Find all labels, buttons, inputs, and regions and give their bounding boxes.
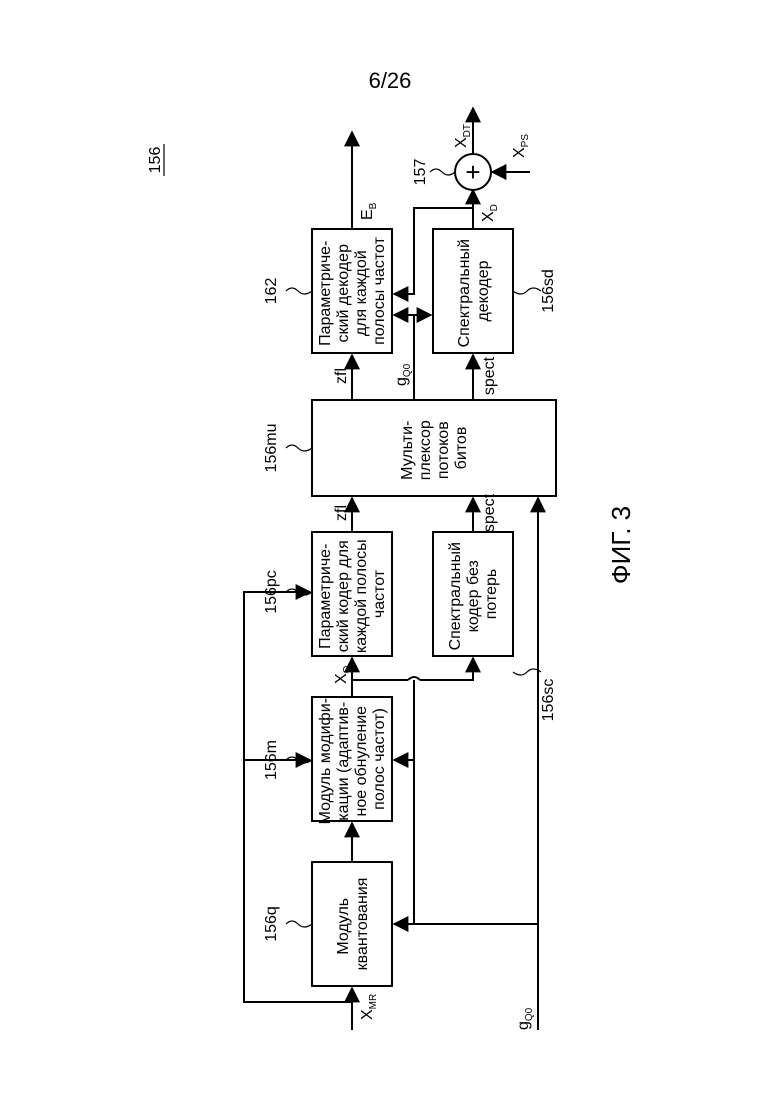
gq0-bus-line bbox=[414, 680, 538, 924]
svg-text:gQ0: gQ0 bbox=[393, 363, 413, 386]
svg-text:Параметриче- ский декоде: Параметриче- ский декодер для каждой пол… bbox=[317, 236, 388, 346]
svg-text:XD: XD bbox=[480, 204, 500, 222]
signal-gq0-in: gQ0 bbox=[515, 1007, 535, 1030]
leader-156sd bbox=[513, 288, 541, 294]
parametric-coder-block-text: Параметриче- ский кодер для каждой полос… bbox=[317, 535, 388, 653]
figure-caption: ФИГ. 3 bbox=[606, 506, 636, 584]
ref-156mu: 156mu bbox=[263, 424, 280, 473]
leader-156q bbox=[286, 921, 312, 927]
leader-156sc bbox=[513, 669, 541, 675]
ref-156m: 156m bbox=[263, 740, 280, 780]
xq-crossover bbox=[408, 677, 420, 680]
signal-spect-1: spect bbox=[481, 493, 498, 532]
signal-xdt: XDT bbox=[453, 124, 473, 148]
mux-block-text: Мульти- плексор потоков битов bbox=[399, 416, 470, 481]
ref-156sc: 156sc bbox=[540, 679, 557, 722]
figure-number: 156 bbox=[147, 144, 164, 176]
svg-text:XMR: XMR bbox=[359, 994, 379, 1020]
svg-text:Параметриче- ский кодер: Параметриче- ский кодер для каждой полос… bbox=[317, 535, 388, 653]
signal-zfl-2: zfl bbox=[333, 368, 350, 384]
leader-162 bbox=[286, 288, 312, 294]
spectral-decoder-block-text: Спектральный декодер bbox=[456, 235, 492, 348]
modification-block-text: Модуль модифи- кации (адаптив- ное обнул… bbox=[317, 694, 388, 825]
signal-zfl-1: zfl bbox=[333, 505, 350, 521]
leader-157 bbox=[430, 169, 455, 175]
ref-156q: 156q bbox=[263, 906, 280, 942]
svg-text:Модуль квантования: Модуль квантования bbox=[335, 878, 371, 971]
spectral-decoder-block bbox=[433, 229, 513, 353]
svg-text:XDT: XDT bbox=[453, 124, 473, 148]
signal-spect-2: spect bbox=[481, 356, 498, 395]
svg-text:156: 156 bbox=[147, 147, 164, 174]
svg-text:Спектральный декодер: Спектральный декодер bbox=[456, 235, 492, 348]
quantization-block-text: Модуль квантования bbox=[335, 878, 371, 971]
signal-xmr: XMR bbox=[359, 994, 379, 1020]
svg-text:Мульти- плексор по: Мульти- плексор потоков битов bbox=[399, 416, 470, 481]
svg-text:XQ: XQ bbox=[333, 665, 353, 684]
svg-text:gQ0: gQ0 bbox=[515, 1007, 535, 1030]
mux-block bbox=[312, 400, 556, 496]
spectral-coder-block-text: Спектральный кодер без потерь bbox=[447, 538, 500, 651]
signal-xq: XQ bbox=[333, 665, 353, 684]
signal-eb: EB bbox=[359, 202, 379, 220]
svg-text:XPS: XPS bbox=[511, 134, 531, 158]
signal-gq0-out: gQ0 bbox=[393, 363, 413, 386]
ref-157: 157 bbox=[412, 159, 429, 186]
ref-162: 162 bbox=[263, 278, 280, 305]
quantization-block bbox=[312, 862, 392, 986]
leader-156mu bbox=[286, 445, 312, 451]
xq-branch-line-2 bbox=[420, 658, 473, 680]
svg-text:Модуль модифи- кации (ад: Модуль модифи- кации (адаптив- ное обнул… bbox=[317, 694, 388, 825]
parametric-decoder-block-text: Параметриче- ский декодер для каждой пол… bbox=[317, 236, 388, 346]
adder-symbol: + bbox=[465, 157, 480, 187]
ref-156sd: 156sd bbox=[540, 269, 557, 313]
ref-156pc: 156pc bbox=[263, 570, 280, 614]
signal-xps: XPS bbox=[511, 134, 531, 158]
svg-text:Спектральный кодер без: Спектральный кодер без потерь bbox=[447, 538, 500, 651]
signal-xd: XD bbox=[480, 204, 500, 222]
svg-text:EB: EB bbox=[359, 202, 379, 220]
